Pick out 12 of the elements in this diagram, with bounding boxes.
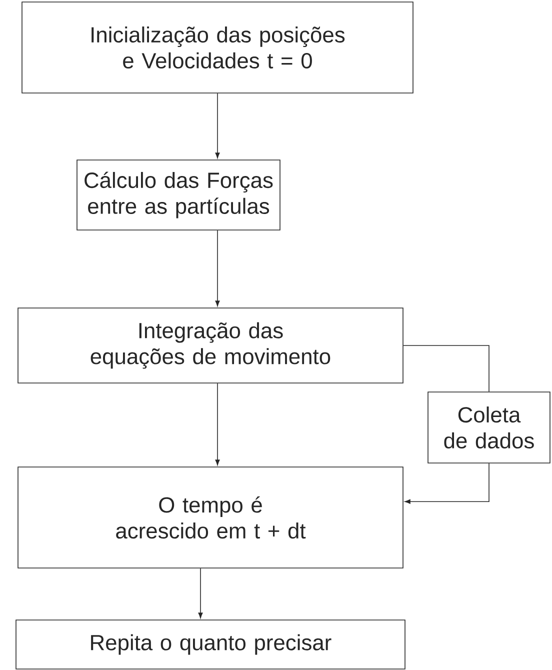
process-box: O tempo é acrescido em t + dt (18, 466, 404, 568)
process-box: Repita o quanto precisar (16, 620, 406, 670)
arrow (198, 568, 203, 618)
process-box: Integração das equações de movimento (18, 308, 404, 384)
process-box: Coleta de dados (428, 392, 550, 464)
arrow (404, 463, 490, 504)
arrow (215, 383, 220, 466)
arrow (215, 230, 220, 306)
arrow (215, 93, 220, 158)
process-box: Cálculo das Forças entre as partículas (76, 160, 280, 230)
process-box: Inicialização das posições e Velocidades t = 0 (22, 2, 414, 94)
connector-line (403, 345, 490, 392)
